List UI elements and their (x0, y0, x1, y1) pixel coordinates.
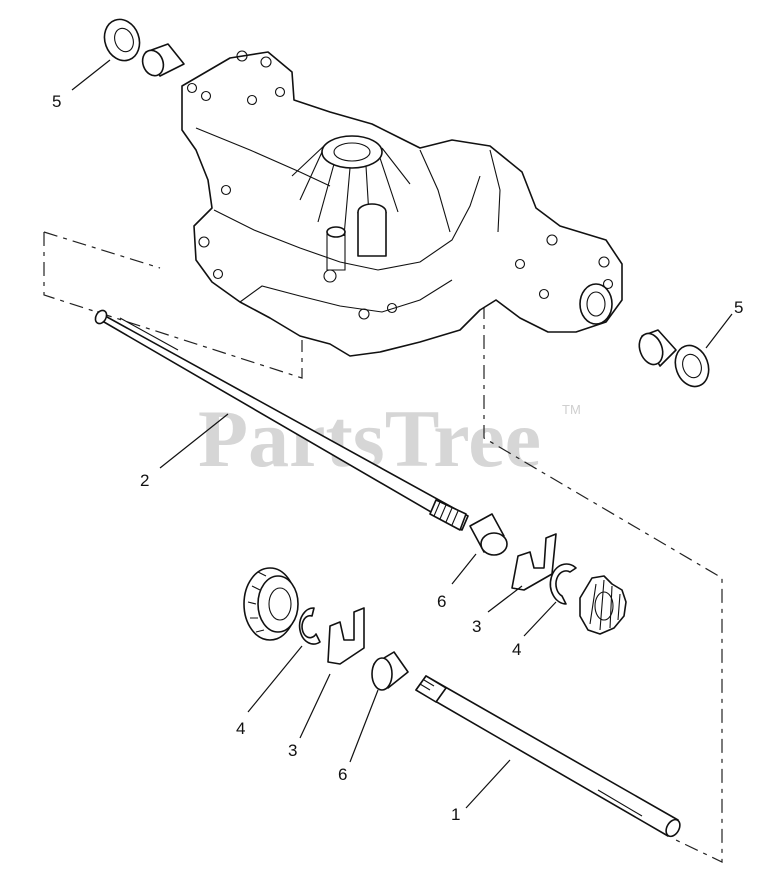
clip-upper (511, 533, 557, 591)
transaxle-housing (181, 50, 623, 357)
spur-gear-left (243, 567, 299, 641)
leader-2 (159, 413, 229, 469)
leader-6-lower (349, 689, 379, 763)
seal-right (674, 344, 710, 388)
leader-3-lower (299, 673, 331, 739)
axle-shaft-lower (415, 675, 681, 838)
callout-6-upper: 6 (437, 592, 446, 611)
callout-4-lower: 4 (236, 719, 245, 738)
clip-lower (327, 607, 365, 665)
housing-bolt-holes (186, 50, 614, 320)
bearing-right (638, 329, 677, 367)
leader-4-lower (247, 645, 303, 713)
axle-shaft-upper (94, 309, 469, 531)
leader-6-upper (451, 553, 477, 585)
washer-lower (298, 607, 321, 645)
callout-1: 1 (451, 805, 460, 824)
watermark-trademark: TM (562, 402, 581, 417)
bearing-top-left (141, 43, 185, 77)
bushing-upper (469, 513, 508, 556)
callout-4-upper: 4 (512, 640, 521, 659)
washer-upper (549, 563, 577, 605)
seal-top-left (103, 18, 141, 62)
alignment-lines (43, 231, 723, 863)
leader-3-upper (487, 585, 523, 613)
bushing-lower (371, 651, 409, 691)
callout-labels: 5 5 2 6 3 4 4 3 6 1 (52, 92, 743, 824)
leader-5-right (705, 313, 733, 349)
leader-1 (465, 759, 511, 809)
callout-5-right: 5 (734, 298, 743, 317)
bevel-gear-right (579, 575, 627, 635)
callout-3-upper: 3 (472, 617, 481, 636)
callout-6-lower: 6 (338, 765, 347, 784)
callout-3-lower: 3 (288, 741, 297, 760)
leader-5-top (71, 59, 111, 91)
callout-2: 2 (140, 471, 149, 490)
leader-4-upper (523, 601, 557, 637)
alignment-line-right (483, 305, 723, 863)
alignment-line-left (43, 232, 303, 379)
callout-5-top: 5 (52, 92, 61, 111)
leader-lines (71, 59, 733, 809)
alignment-line-left-top (43, 231, 161, 269)
